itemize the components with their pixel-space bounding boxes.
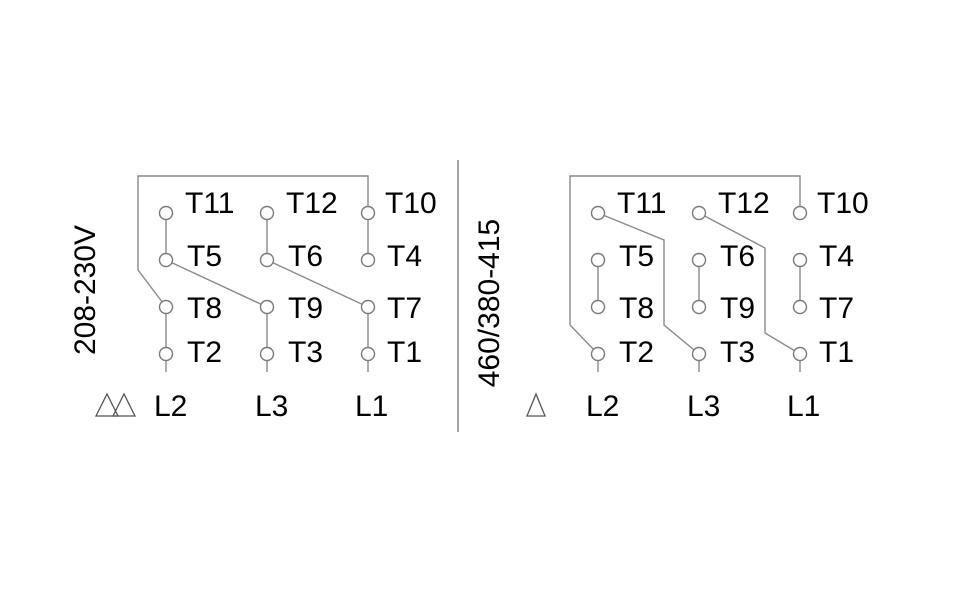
- left-label-t11: T11: [185, 187, 234, 220]
- right-label-t6: T6: [720, 240, 755, 273]
- right-label-t7: T7: [819, 292, 854, 325]
- right-label-t1: T1: [819, 336, 854, 369]
- right-wire-loop: [569, 175, 801, 355]
- left-line-label-l3: L3: [255, 390, 288, 423]
- left-terminal-t10: [360, 205, 376, 221]
- right-terminal-t2: [590, 346, 606, 362]
- right-label-t8: T8: [619, 292, 654, 325]
- left-label-t10: T10: [385, 187, 437, 220]
- right-terminal-t3: [691, 346, 707, 362]
- right-line-label-l1: L1: [787, 390, 820, 423]
- left-label-t7: T7: [387, 292, 422, 325]
- left-label-t6: T6: [288, 240, 323, 273]
- left-terminal-t3: [259, 346, 275, 362]
- left-line-label-l2: L2: [154, 390, 187, 423]
- right-terminal-t7: [792, 299, 808, 315]
- right-label-t10: T10: [817, 187, 869, 220]
- left-terminal-t5: [158, 252, 174, 268]
- left-terminal-t2: [158, 346, 174, 362]
- right-terminal-t8: [590, 299, 606, 315]
- left-terminal-t8: [158, 299, 174, 315]
- left-voltage-label: 208-230V: [69, 225, 102, 355]
- left-terminal-t9: [259, 299, 275, 315]
- right-label-t3: T3: [720, 336, 755, 369]
- right-terminal-t4: [792, 252, 808, 268]
- left-label-t4: T4: [387, 240, 422, 273]
- left-label-t3: T3: [288, 336, 323, 369]
- left-wire-t6-t7: [266, 259, 369, 308]
- right-voltage-label: 460/380-415: [473, 219, 506, 388]
- right-terminal-t12: [691, 205, 707, 221]
- right-label-t4: T4: [819, 240, 854, 273]
- left-label-t5: T5: [187, 240, 222, 273]
- left-terminal-t1: [360, 346, 376, 362]
- left-terminal-t7: [360, 299, 376, 315]
- left-label-t12: T12: [286, 187, 338, 220]
- right-terminal-t11: [590, 205, 606, 221]
- left-terminal-t6: [259, 252, 275, 268]
- left-wire-t5-t9: [165, 259, 268, 308]
- right-wire-t11-t3: [597, 212, 700, 355]
- right-terminal-t6: [691, 252, 707, 268]
- right-label-t12: T12: [718, 187, 770, 220]
- right-label-t11: T11: [617, 187, 666, 220]
- left-label-t8: T8: [187, 292, 222, 325]
- right-terminal-t10: [792, 205, 808, 221]
- left-label-t2: T2: [187, 336, 222, 369]
- right-panel: 460/380-415 T11 T12 T10 T5 T6 T4 T8 T9 T…: [473, 175, 869, 423]
- delta-icon: [526, 392, 546, 417]
- right-label-t2: T2: [619, 336, 654, 369]
- left-panel: 208-230V T11 T12 T10 T5 T6 T4 T8: [69, 175, 437, 423]
- left-terminal-t4: [360, 252, 376, 268]
- right-line-label-l2: L2: [586, 390, 619, 423]
- left-line-label-l1: L1: [355, 390, 388, 423]
- right-terminal-t9: [691, 299, 707, 315]
- right-line-label-l3: L3: [687, 390, 720, 423]
- left-label-t9: T9: [288, 292, 323, 325]
- left-label-t1: T1: [387, 336, 422, 369]
- right-label-t9: T9: [720, 292, 755, 325]
- right-terminal-t5: [590, 252, 606, 268]
- right-wire-t12-t1: [698, 212, 801, 355]
- right-label-t5: T5: [619, 240, 654, 273]
- left-terminal-t11: [158, 205, 174, 221]
- right-terminal-t1: [792, 346, 808, 362]
- left-terminal-t12: [259, 205, 275, 221]
- left-wire-loop: [137, 175, 369, 308]
- double-delta-icon: [94, 392, 137, 417]
